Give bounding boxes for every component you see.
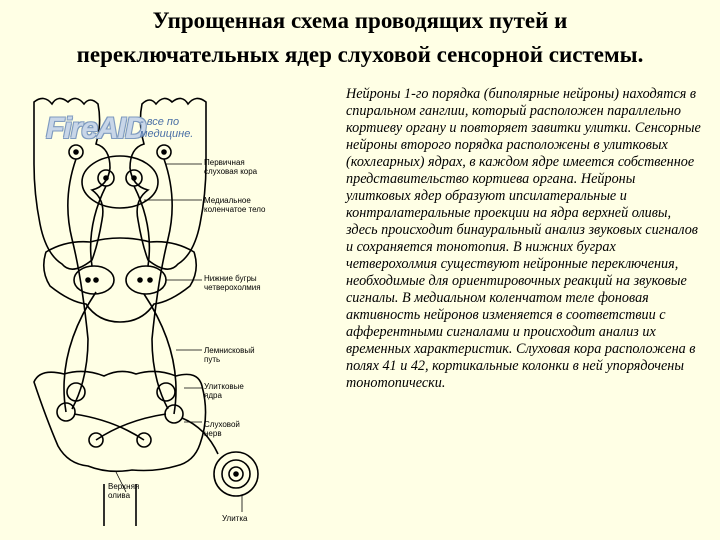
label-cochlea: Улитка — [222, 514, 262, 523]
title-line-2: переключательных ядер слуховой сенсорной… — [0, 38, 720, 72]
watermark-logo-text: FireAID — [46, 112, 146, 145]
title-line-1: Упрощенная схема проводящих путей и — [0, 4, 720, 38]
watermark-tagline: - все по медицине. — [140, 116, 220, 140]
watermark-logo: FireAID - все по медицине. — [46, 112, 146, 146]
slide-title: Упрощенная схема проводящих путей и пере… — [0, 4, 720, 72]
auditory-pathway-diagram: FireAID - все по медицине. Первичная слу… — [16, 92, 312, 532]
description-text: Нейроны 1-го порядка (биполярные нейроны… — [346, 86, 701, 392]
label-lemniscal-path: Лемнисковый путь — [204, 346, 264, 364]
diagram-drawing — [16, 92, 312, 532]
label-superior-olive: Верхняя олива — [108, 482, 148, 500]
label-cochlear-nuclei: Улитковые ядра — [204, 382, 254, 400]
label-primary-cortex: Первичная слуховая кора — [204, 158, 264, 176]
label-medial-geniculate: Медиальное коленчатое тело — [204, 196, 266, 214]
label-auditory-nerve: Слуховой нерв — [204, 420, 254, 438]
label-inferior-colliculi: Нижние бугры четверохолмия — [204, 274, 274, 292]
